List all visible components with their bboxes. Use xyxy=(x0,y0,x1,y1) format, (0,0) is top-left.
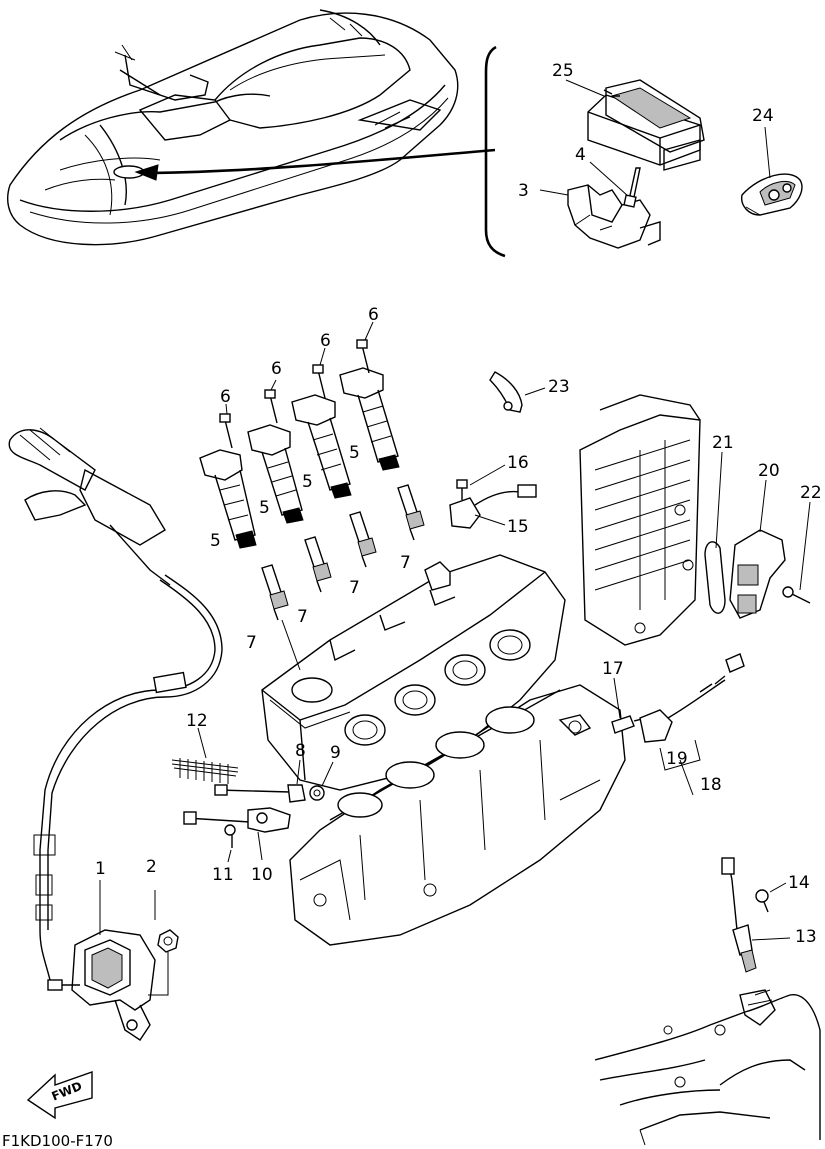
callout-10: 10 xyxy=(251,865,273,885)
leader-2 xyxy=(148,890,169,996)
ignition-coils xyxy=(199,367,400,549)
callout-7c: 7 xyxy=(349,578,360,598)
callout-5a: 5 xyxy=(210,531,221,551)
leader-20 xyxy=(759,479,767,533)
location-pointer-arrowhead xyxy=(134,164,159,181)
location-pointer-line xyxy=(149,148,496,175)
forward-direction-indicator xyxy=(26,1071,93,1120)
leader-13 xyxy=(751,937,791,941)
callout-21: 21 xyxy=(712,433,734,453)
leader-11 xyxy=(227,849,232,863)
callout-16: 16 xyxy=(507,453,529,473)
callout-20: 20 xyxy=(758,461,780,481)
cam-sensor xyxy=(449,479,537,529)
map-sensor xyxy=(729,529,786,619)
leader-23 xyxy=(524,387,546,396)
callout-3: 3 xyxy=(518,181,529,201)
leader-16 xyxy=(469,464,506,486)
bolt-11 xyxy=(224,824,236,848)
knock-sensor xyxy=(639,653,745,743)
callout-25: 25 xyxy=(552,61,574,81)
leader-18 xyxy=(659,739,701,796)
coil-bolts xyxy=(219,339,370,449)
cable-clamp xyxy=(489,371,523,413)
callout-18: 18 xyxy=(700,775,722,795)
callout-6a: 6 xyxy=(220,387,231,407)
engine-cylinder-block xyxy=(289,684,626,946)
leader-6b xyxy=(270,379,277,391)
callout-7a: 7 xyxy=(246,633,257,653)
callout-22: 22 xyxy=(800,483,822,503)
ecu-unit xyxy=(587,79,705,171)
leader-6a xyxy=(225,403,228,415)
callout-13: 13 xyxy=(795,927,817,947)
callout-1: 1 xyxy=(95,859,106,879)
reference-code: F1KD100-F170 xyxy=(2,1132,113,1149)
callout-5c: 5 xyxy=(302,472,313,492)
inset-bracket xyxy=(484,45,506,258)
callout-17: 17 xyxy=(602,659,624,679)
remote-control-transmitter xyxy=(741,173,803,216)
callout-5b: 5 xyxy=(259,498,270,518)
leader-10 xyxy=(257,831,263,861)
leader-12 xyxy=(197,727,207,759)
engine-wiring-spring xyxy=(171,758,239,784)
watercraft-illustration xyxy=(7,9,459,246)
sensor-screw xyxy=(782,586,811,604)
cable-adjuster xyxy=(153,671,187,694)
callout-labels: 25 24 4 3 23 6 6 6 6 5 5 5 5 16 15 7 7 7… xyxy=(95,61,822,947)
callout-4: 4 xyxy=(575,145,586,165)
callout-7d: 7 xyxy=(400,553,411,573)
callout-7b: 7 xyxy=(297,607,308,627)
callout-24: 24 xyxy=(752,106,774,126)
leader-15 xyxy=(474,514,506,526)
leader-8 xyxy=(296,759,301,785)
callout-6c: 6 xyxy=(320,331,331,351)
ecu-bolt xyxy=(623,167,641,208)
leader-24 xyxy=(764,126,771,179)
exhaust-manifold xyxy=(594,989,821,1146)
sensor-10 xyxy=(183,807,291,833)
callout-2: 2 xyxy=(146,857,157,877)
leader-25 xyxy=(565,79,605,97)
callout-12: 12 xyxy=(186,711,208,731)
handlebar-grip xyxy=(8,427,171,586)
leader-14 xyxy=(769,882,787,893)
callout-14: 14 xyxy=(788,873,810,893)
callout-5d: 5 xyxy=(349,443,360,463)
callout-23: 23 xyxy=(548,377,570,397)
leader-6d xyxy=(364,321,374,341)
callout-19: 19 xyxy=(666,749,688,769)
leader-3 xyxy=(539,189,569,196)
leader-6c xyxy=(319,347,326,366)
callout-11: 11 xyxy=(212,865,234,885)
bolt-14 xyxy=(755,889,769,913)
washer-9 xyxy=(309,785,325,801)
leader-9 xyxy=(321,761,334,787)
leader-4 xyxy=(589,161,629,197)
spark-plugs xyxy=(261,484,425,671)
leader-22 xyxy=(799,501,811,591)
callout-9: 9 xyxy=(330,743,341,763)
intake-manifold xyxy=(579,394,701,646)
callout-8: 8 xyxy=(295,741,306,761)
callout-15: 15 xyxy=(507,517,529,537)
nut xyxy=(157,929,179,953)
o-ring xyxy=(704,541,726,614)
callout-6d: 6 xyxy=(368,305,379,325)
sensor-8 xyxy=(214,784,306,803)
throttle-position-unit xyxy=(47,929,156,1041)
engine-cylinder-head xyxy=(261,554,566,791)
throttle-cable xyxy=(39,579,216,981)
callout-6b: 6 xyxy=(271,359,282,379)
exhaust-temp-sensor xyxy=(721,857,757,973)
ecu-bracket xyxy=(567,184,661,249)
leader-17 xyxy=(613,677,621,719)
leader-21 xyxy=(715,451,723,549)
